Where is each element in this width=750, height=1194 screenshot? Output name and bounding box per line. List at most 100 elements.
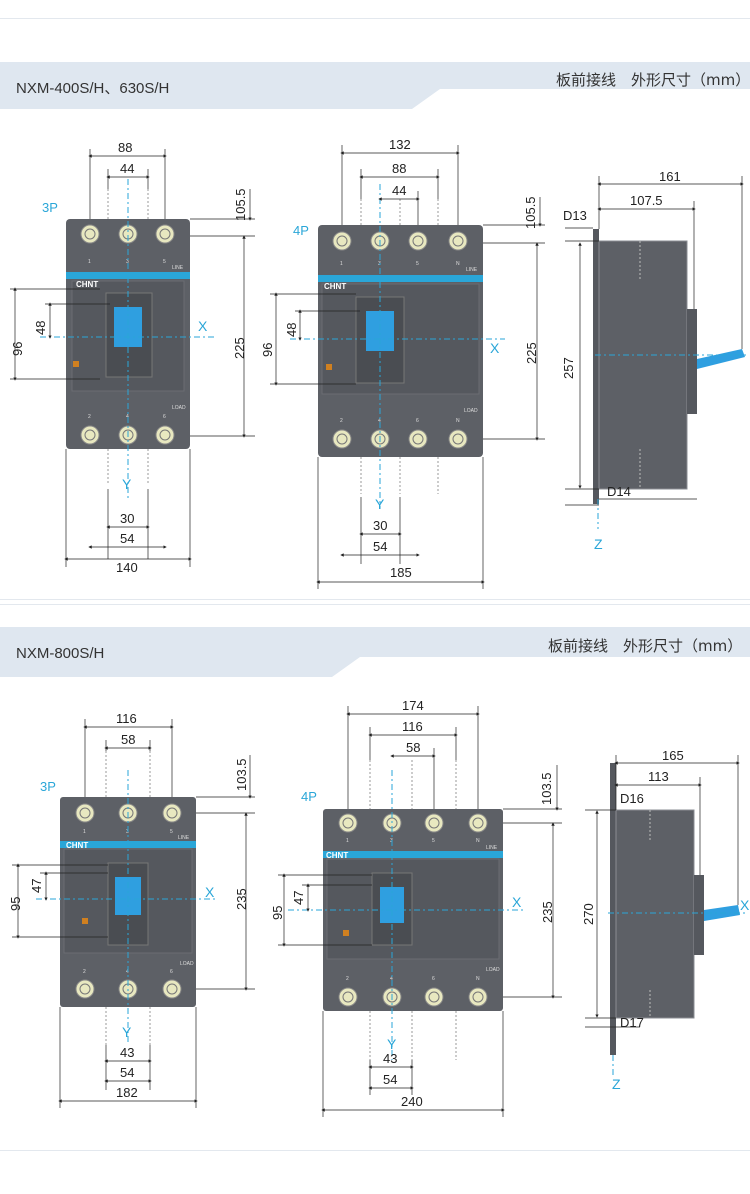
load-label: LOAD: [486, 967, 500, 973]
dim-top-width: 88: [392, 161, 406, 176]
dim-hole-big: 95: [270, 906, 285, 920]
breaker-side-view: [610, 763, 740, 1055]
line-label: LINE: [466, 267, 478, 273]
axis-z-label: Z: [594, 536, 603, 552]
brand-logo: CHNT: [76, 280, 98, 289]
section-title: NXM-400S/H、630S/H: [16, 80, 170, 97]
terminal-label-6: 6: [170, 969, 173, 975]
dim-hole-big: 96: [10, 342, 25, 356]
breaker-side-view: [593, 229, 745, 504]
axis-lines-4p: [288, 770, 525, 1060]
dim-bottom-outer: 54: [120, 1065, 134, 1080]
section-subtitle: 板前接线 外形尺寸（mm）: [556, 71, 750, 89]
section-header-bg: [0, 62, 750, 109]
dim-height: 235: [234, 888, 249, 910]
diagram-nxm400: CHNT 1 3 5 LINE 2 4 6 LOAD X Y 3P: [10, 137, 748, 589]
terminal-label-2: 2: [83, 969, 86, 975]
dim-hole-small: 48: [284, 323, 299, 337]
dim-bottom-inner: 30: [373, 518, 387, 533]
dim-bottom-inner: 30: [120, 511, 134, 526]
dim-bottom-outer: 54: [373, 539, 387, 554]
terminal-label-5: 5: [170, 829, 173, 835]
terminal-label-5: 5: [416, 261, 419, 267]
terminal-label-n: N: [456, 261, 460, 267]
dim-d-top: D13: [563, 208, 587, 223]
terminal-label-5: 5: [432, 838, 435, 844]
dim-top-inner: 58: [121, 732, 135, 747]
axis-lines-side: [595, 354, 748, 529]
dim-bottom-inner: 43: [120, 1045, 134, 1060]
axis-y-label: Y: [122, 1024, 132, 1040]
terminal-label-n2: N: [456, 418, 460, 424]
terminal-label-4: 4: [378, 418, 381, 424]
brand-logo: CHNT: [324, 282, 346, 291]
dim-bottom-inner: 43: [383, 1051, 397, 1066]
dim-hole-big: 96: [260, 343, 275, 357]
dim-depth-mid: 113: [648, 769, 669, 784]
section-title: NXM-800S/H: [16, 645, 105, 662]
terminal-label-2: 2: [88, 414, 91, 420]
dim-total-span: 132: [389, 137, 411, 152]
terminal-label-4: 4: [390, 976, 393, 982]
terminal-label-1: 1: [340, 261, 343, 267]
dim-height: 225: [232, 337, 247, 359]
line-label: LINE: [178, 835, 190, 841]
axis-lines-side: [608, 912, 748, 1075]
terminal-label-6: 6: [416, 418, 419, 424]
line-label: LINE: [172, 265, 184, 271]
dim-hole-small: 48: [33, 321, 48, 335]
breaker-4p-front: CHNT 1 3 5 N LINE 2 4 6 N LOAD: [323, 760, 503, 1060]
terminal-label-1: 1: [346, 838, 349, 844]
terminal-label-1: 1: [83, 829, 86, 835]
section-header-bg: [0, 627, 750, 677]
brand-logo: CHNT: [326, 851, 348, 860]
breaker-4p-front: CHNT 1 3 5 N LINE 2 4 6 N LOAD: [318, 199, 483, 494]
load-label: LOAD: [172, 405, 186, 411]
axis-lines-4p: [290, 184, 505, 509]
terminal-label-6: 6: [432, 976, 435, 982]
dim-width: 240: [401, 1094, 423, 1109]
dim-terminal: 105.5: [523, 196, 538, 229]
pole-tag-3p: 3P: [42, 200, 58, 215]
dim-top-inner: 44: [120, 161, 134, 176]
dim-d-bottom: D14: [607, 484, 631, 499]
terminal-label-5: 5: [163, 259, 166, 265]
section-subtitle: 板前接线 外形尺寸（mm）: [548, 637, 743, 655]
dim-terminal: 103.5: [234, 758, 249, 791]
load-label: LOAD: [180, 961, 194, 967]
terminal-label-3: 3: [126, 259, 129, 265]
dim-top-inner: 58: [406, 740, 420, 755]
pole-tag-4p: 4P: [293, 223, 309, 238]
axis-y-label: Y: [387, 1036, 397, 1052]
load-label: LOAD: [464, 408, 478, 414]
dim-top-width: 116: [116, 711, 137, 726]
pole-tag-4p: 4P: [301, 789, 317, 804]
terminal-label-n: N: [476, 838, 480, 844]
dim-total-span: 174: [402, 698, 424, 713]
terminal-label-n2: N: [476, 976, 480, 982]
dim-side-height: 257: [561, 357, 576, 379]
dim-hole-small: 47: [291, 891, 306, 905]
pole-tag-3p: 3P: [40, 779, 56, 794]
section-panel-2: NXM-800S/H 板前接线 外形尺寸（mm） CHNT 1 3 5 LINE…: [0, 604, 750, 1151]
dim-bottom-outer: 54: [120, 531, 134, 546]
dim-top-inner: 44: [392, 183, 406, 198]
terminal-label-1: 1: [88, 259, 91, 265]
dim-height: 225: [524, 342, 539, 364]
dim-hole-big: 95: [8, 897, 23, 911]
brand-logo: CHNT: [66, 841, 88, 850]
dim-width: 182: [116, 1085, 138, 1100]
dim-hole-small: 47: [29, 879, 44, 893]
axis-z-label: Z: [612, 1076, 621, 1092]
axis-lines-3p: [36, 770, 218, 1045]
dim-width: 140: [116, 560, 138, 575]
breaker-3p-front: CHNT 1 3 5 LINE 2 4 6 LOAD: [66, 189, 190, 484]
axis-x-label: X: [512, 894, 522, 910]
axis-x-label: X: [205, 884, 215, 900]
terminal-label-2: 2: [346, 976, 349, 982]
dim-height: 235: [540, 901, 555, 923]
axis-x-label: X: [740, 897, 750, 913]
axis-x-label: X: [198, 318, 208, 334]
dim-depth-total: 165: [662, 748, 684, 763]
dim-d-bottom: D17: [620, 1015, 644, 1030]
